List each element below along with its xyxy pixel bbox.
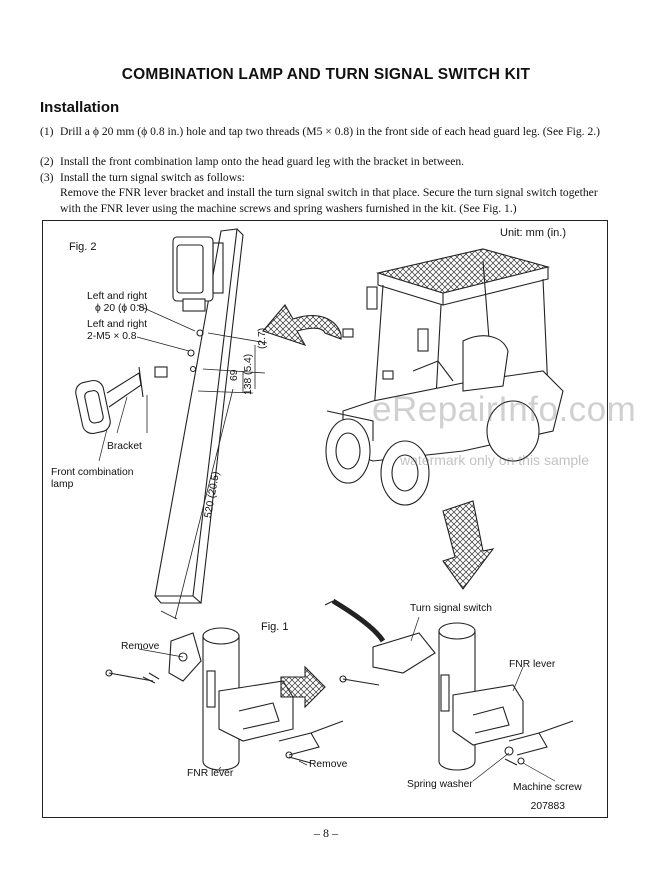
combination-lamp-drawing [172, 236, 224, 312]
bracket-label: Bracket [107, 441, 142, 452]
watermark-text: eRepairInfo.com [372, 390, 637, 429]
units-label: Unit: mm (in.) [500, 227, 566, 239]
spring-washer-label: Spring washer [407, 779, 473, 790]
hole-label-line2: ϕ 20 (ϕ 0.8) [95, 303, 148, 314]
fig1-before-drawing [105, 627, 344, 771]
step-number: (2) [40, 155, 54, 168]
step-detail-text: Remove the FNR lever bracket and install… [60, 186, 598, 215]
thread-label-line2: 2-M5 × 0.8 [87, 331, 137, 342]
lamp-label-line1: Front combination [51, 467, 134, 478]
page-number: – 8 – [314, 826, 338, 840]
thread-label-line1: Left and right [87, 319, 148, 330]
step-text: Drill a ϕ 20 mm (ϕ 0.8 in.) hole and tap… [60, 125, 601, 138]
instruction-step-1: (1) Drill a ϕ 20 mm (ϕ 0.8 in.) hole and… [40, 124, 610, 140]
dimension-2-7: (2.7) [257, 327, 268, 349]
fnr-lever-label-right: FNR lever [509, 659, 556, 670]
figure-frame: Unit: mm (in.) Fig. 2 Left and right ϕ 2… [42, 220, 608, 818]
instruction-step-3-detail: Remove the FNR lever bracket and install… [40, 185, 610, 216]
lamp-label-line2: lamp [51, 479, 74, 490]
document-title: COMBINATION LAMP AND TURN SIGNAL SWITCH … [121, 66, 531, 83]
hole-label-line1: Left and right [87, 291, 148, 302]
machine-screw-label: Machine screw [513, 782, 582, 793]
step-number: (1) [40, 125, 54, 138]
watermark-note: watermark only on this sample [400, 452, 590, 468]
turn-signal-switch-label: Turn signal switch [410, 603, 493, 614]
step-text: Install the turn signal switch as follow… [60, 171, 245, 184]
exploded-lamp-drawing [75, 366, 168, 435]
forklift-drawing [325, 248, 564, 506]
instruction-step-3: (3) Install the turn signal switch as fo… [40, 170, 610, 186]
fnr-lever-label-left: FNR lever [187, 768, 234, 779]
dimension-138: 138 (5.4) [243, 353, 254, 395]
instruction-step-2: (2) Install the front combination lamp o… [40, 154, 610, 170]
installation-figure [75, 228, 574, 782]
step-number: (3) [40, 171, 54, 184]
step-text: Install the front combination lamp onto … [60, 155, 465, 168]
fig2-label: Fig. 2 [69, 241, 97, 253]
fig1-label: Fig. 1 [261, 621, 289, 633]
part-number: 207883 [530, 801, 565, 812]
section-heading: Installation [40, 99, 120, 116]
fig1-after-drawing [324, 598, 574, 771]
remove-label-bottom: Remove [309, 759, 348, 770]
dimension-69: 69 [229, 369, 240, 381]
remove-label-top: Remove [121, 641, 160, 652]
